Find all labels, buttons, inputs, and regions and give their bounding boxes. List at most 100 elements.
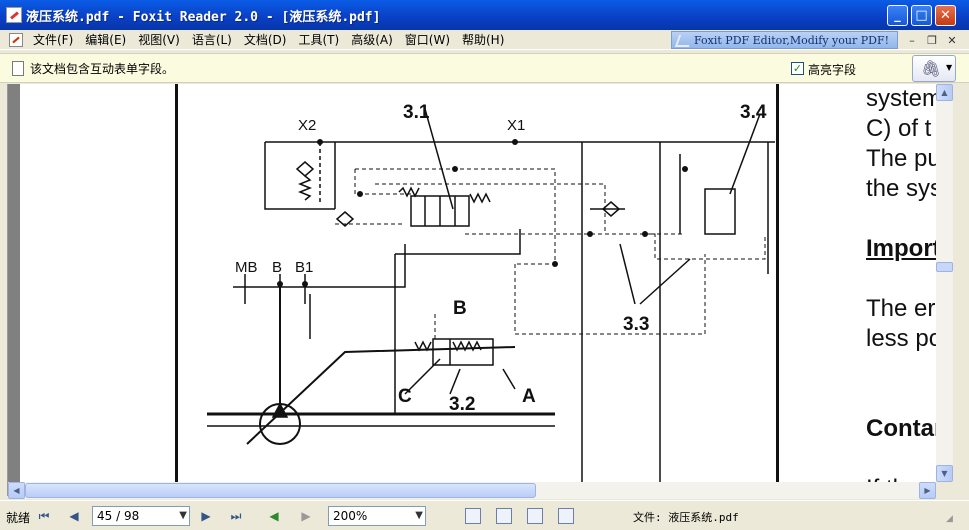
form-notice-bar: 该文档包含互动表单字段。 ✓ 高亮字段 🖇 ▼ [0, 53, 969, 83]
text-line: The pu [866, 145, 936, 172]
highlight-fields-label[interactable]: 高亮字段 [808, 63, 857, 77]
doc-close-button[interactable]: ✕ [944, 32, 960, 48]
resize-grip[interactable]: ◢ [946, 514, 953, 524]
text-line: The er [866, 295, 936, 322]
promo-banner[interactable]: Foxit PDF Editor,Modify your PDF! [671, 31, 898, 49]
previous-page-icon: ◀ [69, 509, 79, 523]
menu-file[interactable]: 文件(F) [33, 33, 74, 47]
close-icon: ✕ [947, 33, 957, 47]
minimize-icon: – [909, 33, 915, 47]
menu-bar: 文件(F) 编辑(E) 视图(V) 语言(L) 文档(D) 工具(T) 高级(A… [0, 30, 969, 50]
text-line: C) of t [866, 115, 932, 142]
text-heading: Import [866, 235, 936, 262]
text-line [866, 204, 936, 234]
continuous-layout-button[interactable] [496, 508, 512, 524]
menu-help[interactable]: 帮助(H) [462, 33, 505, 47]
single-page-layout-button[interactable] [465, 508, 481, 524]
text-line [866, 384, 936, 414]
status-ready: 就绪 [6, 511, 31, 525]
text-line: the sys [866, 175, 936, 202]
menu-document[interactable]: 文档(D) [243, 33, 287, 47]
chevron-down-icon: ▼ [179, 510, 187, 521]
chevron-down-icon: ▼ [946, 63, 953, 72]
continuous-facing-layout-button[interactable] [558, 508, 574, 524]
horizontal-scrollbar[interactable]: ◀ ▶ [8, 482, 936, 499]
page-frame-right [776, 84, 779, 482]
form-document-icon [12, 60, 24, 76]
status-bar: 就绪 ⏮ ◀ 45 / 98 ▼ ▶ ⏭ ◀ ▶ 200% ▼ 文件: 液压系统… [0, 500, 969, 530]
vertical-scrollbar[interactable]: ▲ ▼ [936, 84, 953, 482]
label-x2: X2 [298, 117, 316, 134]
next-page-icon: ▶ [201, 509, 211, 523]
first-page-button[interactable]: ⏮ [36, 508, 52, 524]
close-button[interactable]: ✕ [935, 5, 956, 26]
last-page-icon: ⏭ [230, 508, 242, 523]
menu-view[interactable]: 视图(V) [138, 33, 180, 47]
restore-icon: ❐ [927, 33, 937, 47]
text-line: less po [866, 325, 936, 352]
forward-button[interactable]: ▶ [298, 508, 314, 524]
text-line: If th [866, 474, 936, 482]
document-viewer[interactable]: 3.1 3.4 3.3 3.2 B C A X2 X1 MB B B1 syst… [8, 84, 936, 482]
menu-window[interactable]: 窗口(W) [404, 33, 450, 47]
maximize-button[interactable]: □ [911, 5, 932, 26]
page-number-value: 45 / 98 [97, 509, 140, 523]
text-line [866, 354, 936, 384]
label-3-4: 3.4 [740, 102, 767, 123]
scroll-left-button[interactable]: ◀ [8, 482, 25, 499]
scroll-right-button[interactable]: ▶ [919, 482, 936, 499]
menu-tools[interactable]: 工具(T) [298, 33, 340, 47]
text-line [866, 444, 936, 474]
back-button[interactable]: ◀ [266, 508, 282, 524]
document-icon [9, 32, 23, 47]
page-number-input[interactable]: 45 / 98 ▼ [92, 506, 190, 526]
facing-layout-button[interactable] [527, 508, 543, 524]
page-text-column: system C) of t The pu the sys Import The… [866, 84, 936, 482]
close-icon: ✕ [940, 8, 951, 23]
window-title: 液压系统.pdf - Foxit Reader 2.0 - [液压系统.pdf] [26, 9, 381, 25]
text-line [866, 264, 936, 294]
attachment-button[interactable]: 🖇 ▼ [912, 55, 956, 82]
label-c: C [398, 386, 412, 407]
back-arrow-icon: ◀ [269, 509, 279, 523]
label-3-3: 3.3 [623, 314, 649, 335]
menu-advanced[interactable]: 高级(A) [351, 33, 393, 47]
horizontal-scroll-thumb[interactable] [25, 483, 536, 498]
scroll-down-button[interactable]: ▼ [936, 465, 953, 482]
previous-page-button[interactable]: ◀ [66, 508, 82, 524]
form-notice-text: 该文档包含互动表单字段。 [30, 61, 175, 76]
forward-arrow-icon: ▶ [301, 509, 311, 523]
title-bar[interactable]: 液压系统.pdf - Foxit Reader 2.0 - [液压系统.pdf] [0, 0, 969, 30]
doc-minimize-button[interactable]: – [904, 32, 920, 48]
chevron-down-icon: ▼ [941, 469, 948, 478]
highlight-fields-checkbox[interactable]: ✓ [791, 62, 804, 75]
text-heading: Contar [866, 415, 936, 442]
label-x1: X1 [507, 117, 525, 134]
next-page-button[interactable]: ▶ [198, 508, 214, 524]
label-3-1: 3.1 [403, 102, 430, 123]
menu-edit[interactable]: 编辑(E) [85, 33, 127, 47]
zoom-select[interactable]: 200% ▼ [328, 506, 426, 526]
paperclip-icon: 🖇 [921, 59, 942, 78]
first-page-icon: ⏮ [38, 508, 50, 523]
chevron-left-icon: ◀ [13, 486, 20, 495]
maximize-icon: □ [915, 8, 928, 23]
label-a: A [522, 386, 536, 407]
chevron-up-icon: ▲ [941, 88, 948, 97]
label-b: B [272, 259, 282, 276]
chevron-down-icon: ▼ [415, 510, 423, 521]
minimize-button[interactable]: _ [887, 5, 908, 26]
scroll-up-button[interactable]: ▲ [936, 84, 953, 101]
minimize-icon: _ [894, 8, 901, 23]
menu-language[interactable]: 语言(L) [191, 33, 232, 47]
file-name-label: 文件: 液压系统.pdf [633, 511, 739, 524]
chevron-right-icon: ▶ [924, 486, 931, 495]
left-panel-edge[interactable] [0, 84, 8, 496]
doc-restore-button[interactable]: ❐ [924, 32, 940, 48]
page-frame-left [175, 84, 178, 482]
hydraulic-diagram: 3.1 3.4 3.3 3.2 B C A X2 X1 MB B B1 [207, 102, 775, 482]
label-mb: MB [235, 259, 258, 276]
last-page-button[interactable]: ⏭ [228, 508, 244, 524]
label-3-2: 3.2 [449, 394, 475, 415]
vertical-scroll-thumb[interactable] [936, 262, 953, 272]
